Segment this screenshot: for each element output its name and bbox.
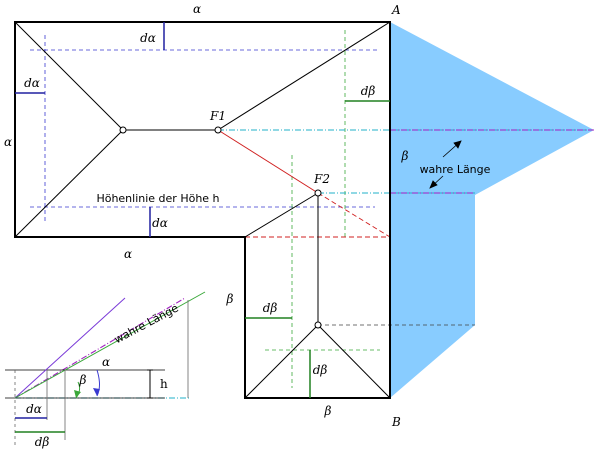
label-d-beta-left: dβ: [263, 301, 278, 315]
label-alpha-top: α: [193, 2, 201, 16]
label-wahre-laenge-top: wahre Länge: [420, 163, 491, 176]
label-h-inset: h: [160, 377, 168, 391]
true-length-arrows: [429, 140, 462, 189]
inset-construction: [5, 291, 206, 445]
label-d-alpha-top: dα: [140, 31, 156, 45]
label-alpha-bottom: α: [124, 247, 132, 261]
ridge-points: [119, 126, 322, 329]
label-d-beta-bottom: dβ: [313, 363, 328, 377]
label-beta-inset: β: [79, 373, 87, 387]
label-F2: F2: [313, 172, 330, 186]
d-alpha-marks: [15, 22, 165, 237]
label-hoehenlinie: Höhenlinie der Höhe h: [96, 192, 219, 205]
green-dashed-lines: [265, 30, 380, 388]
label-beta-right: β: [401, 149, 409, 163]
label-d-alpha-bottom: dα: [152, 216, 168, 230]
label-F1: F1: [209, 109, 226, 123]
d-beta-marks: [245, 100, 390, 398]
label-B: B: [391, 415, 401, 429]
purple-dashdot-lines: [14, 129, 594, 399]
label-A: A: [391, 3, 401, 17]
label-wahre-laenge-inset: wahre Länge: [112, 301, 181, 346]
label-d-beta-inset: dβ: [35, 435, 50, 449]
label-d-alpha-left: dα: [24, 76, 40, 90]
red-ridge-segment: [217, 129, 319, 194]
true-length-flap: [390, 22, 594, 398]
roof-lines: [14, 21, 391, 399]
label-d-beta-right: dβ: [361, 84, 376, 98]
label-beta-left: β: [226, 292, 234, 306]
label-beta-bottom: β: [324, 404, 332, 418]
label-alpha-inset: α: [102, 355, 110, 369]
label-alpha-left: α: [4, 135, 12, 149]
label-d-alpha-inset: dα: [26, 402, 42, 416]
